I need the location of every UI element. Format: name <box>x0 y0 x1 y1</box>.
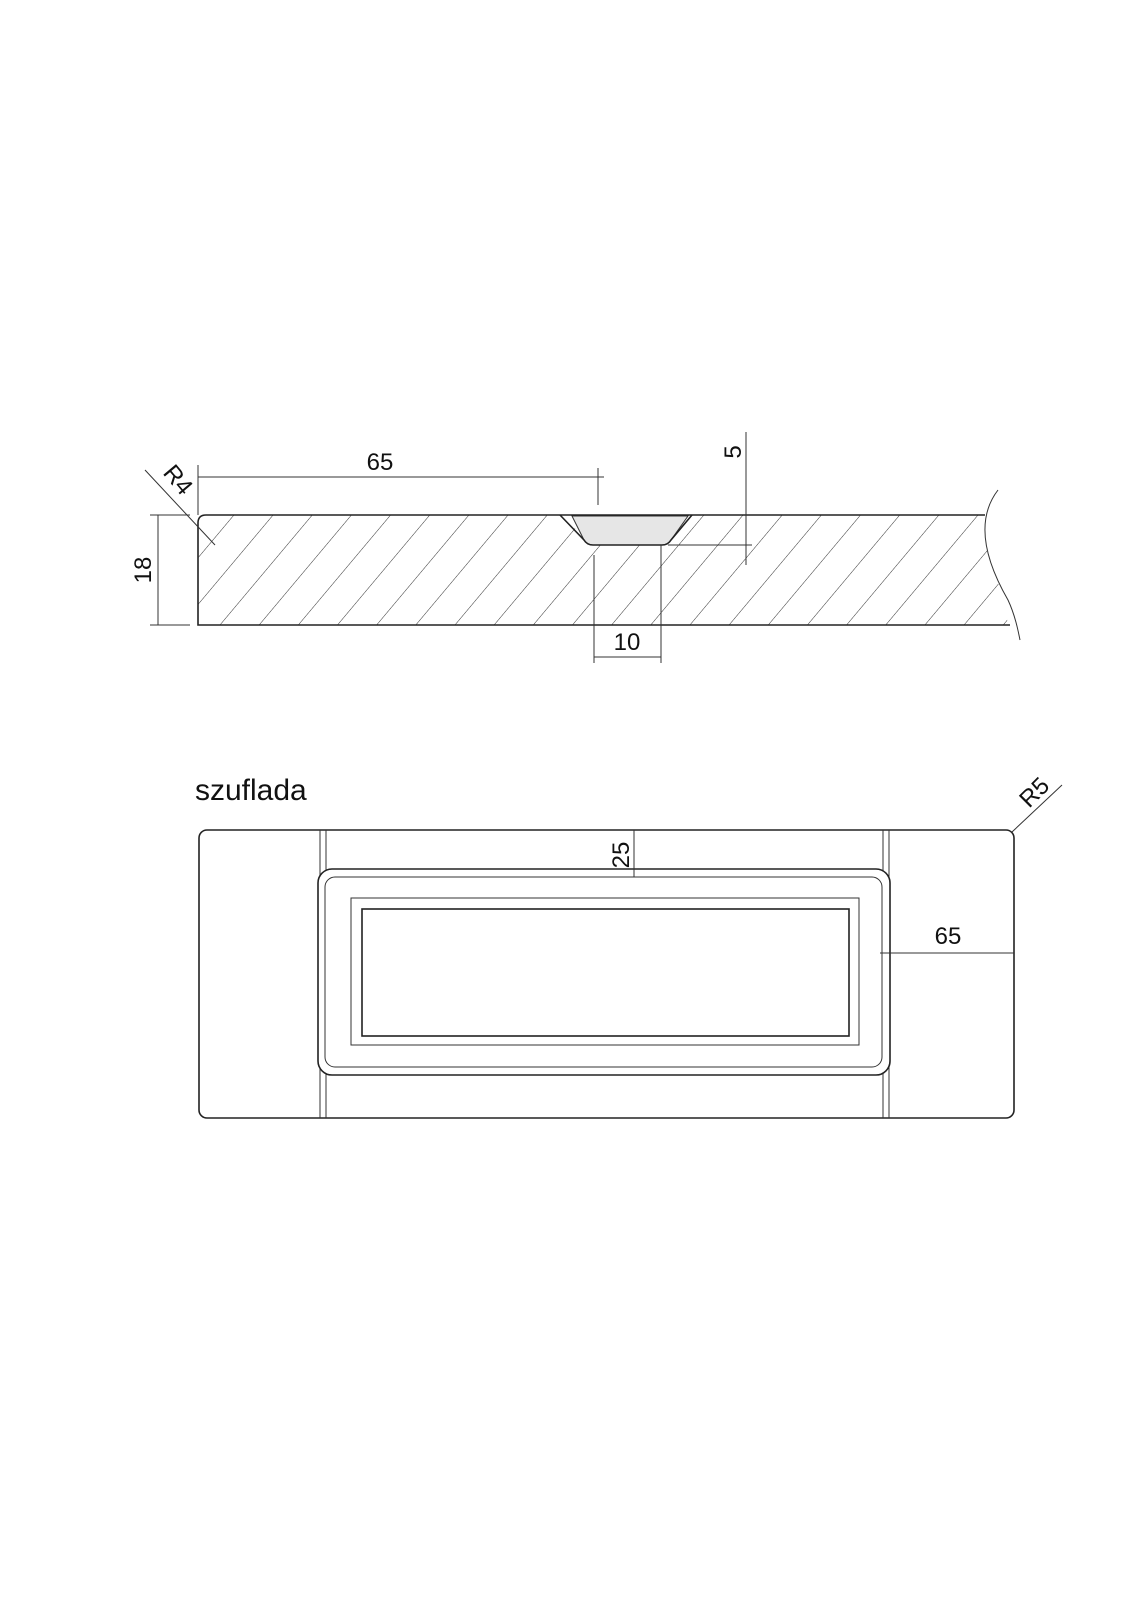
dim-r4-label: R4 <box>158 460 198 501</box>
board-outline <box>197 514 1010 626</box>
radius-leader <box>1011 784 1063 833</box>
front-view: szuflada 25 65 R5 <box>195 772 1063 1119</box>
radius-leader <box>144 469 216 546</box>
handle-inner <box>324 876 883 1068</box>
dim-25-label: 25 <box>608 842 635 869</box>
dim-10-label: 10 <box>614 629 641 656</box>
break-line <box>984 489 1021 641</box>
groove-outline <box>559 514 693 546</box>
dim-18-label: 18 <box>130 557 157 584</box>
panel-outer <box>350 897 860 1046</box>
dim-r5-label: R5 <box>1014 772 1055 813</box>
dim-65-label: 65 <box>367 449 394 476</box>
section-view: 65 5 18 10 R4 <box>130 432 1021 663</box>
drawer-front-outline <box>198 829 1015 1119</box>
panel-inner <box>361 908 850 1037</box>
dim-65-front-label: 65 <box>935 923 962 950</box>
drawer-title: szuflada <box>195 774 307 807</box>
dim-5-label: 5 <box>720 445 747 458</box>
handle-outer <box>317 868 891 1076</box>
